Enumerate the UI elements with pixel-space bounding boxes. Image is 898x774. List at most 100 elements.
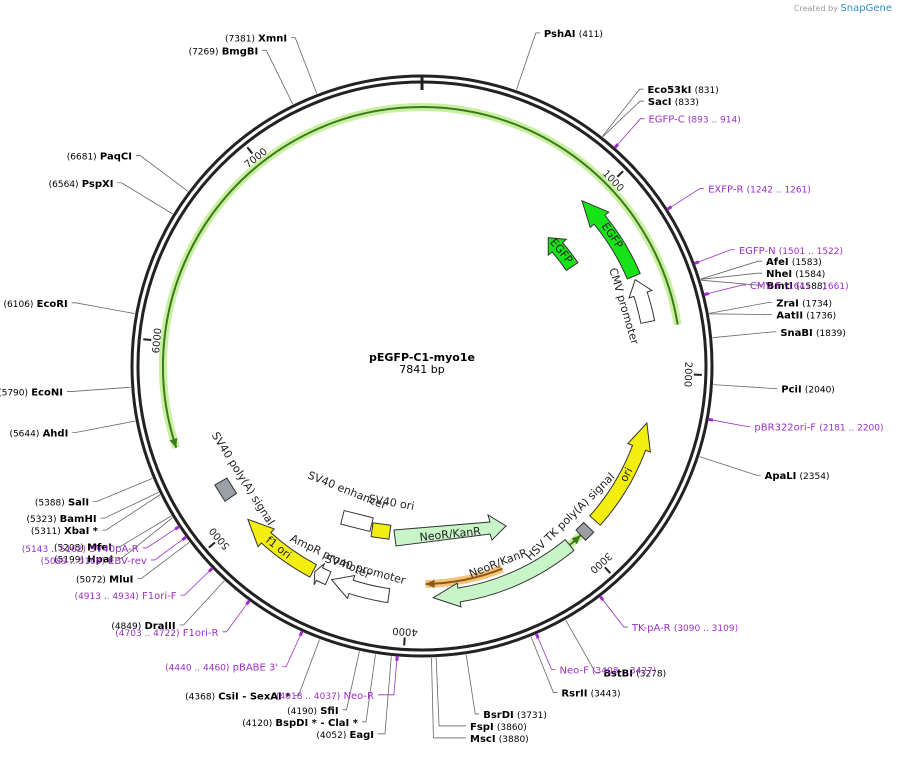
enzyme-leader-line	[137, 541, 190, 579]
feature-ampr-promoter[interactable]	[313, 562, 332, 586]
enzyme-site-econi[interactable]: (5790) EcoNI	[0, 388, 63, 399]
enzyme-name: PshAI	[544, 29, 576, 40]
tick-mark	[403, 637, 406, 646]
feature-f1-ori[interactable]	[247, 518, 318, 578]
enzyme-leader-line	[530, 636, 558, 693]
feature-sv40-poly-a-signal[interactable]	[214, 477, 238, 502]
enzyme-site-csii-sexai[interactable]: (4368) CsiI - SexAI *	[185, 692, 291, 703]
primer-site-ebv-rev[interactable]: (5089 .. 5108) EBV-rev	[41, 556, 147, 567]
primer-site-pbr322ori-f[interactable]: pBR322ori-F (2181 .. 2200)	[754, 422, 883, 433]
primer-name: TK-pA-R	[631, 623, 671, 634]
enzyme-site-ecori[interactable]: (6106) EcoRI	[4, 299, 68, 310]
enzyme-site-bstbi[interactable]: BstBI (3278)	[603, 668, 666, 679]
enzyme-leader-line	[709, 313, 773, 315]
enzyme-leader-line	[435, 657, 466, 727]
enzyme-site-pcii[interactable]: PciI (2040)	[781, 384, 835, 395]
enzyme-site-sali[interactable]: (5388) SalI	[35, 497, 89, 508]
enzyme-site-msci[interactable]: MscI (3880)	[470, 734, 529, 745]
enzyme-site-fspi[interactable]: FspI (3860)	[470, 722, 527, 733]
inner-neor-arrow[interactable]	[393, 513, 507, 547]
enzyme-site-afei[interactable]: AfeI (1583)	[766, 257, 822, 268]
enzyme-site-snabi[interactable]: SnaBI (1839)	[780, 328, 846, 339]
enzyme-site-mfei[interactable]: (5208) MfeI	[54, 543, 112, 554]
feature-neor-kanr[interactable]	[432, 538, 575, 608]
enzyme-sites: PshAI (411) Eco53kI (831)SacI (833) AfeI (…	[0, 29, 846, 745]
primer-range: (5143 .. 5162)	[22, 545, 86, 555]
enzyme-site-hpai[interactable]: (5199) HpaI	[54, 555, 113, 566]
enzyme-site-mlui[interactable]: (5072) MluI	[76, 574, 133, 585]
feature-egfp[interactable]	[581, 199, 641, 280]
sv40-enhancer-box	[340, 509, 374, 533]
primer-site-sv40pa-r[interactable]: (5143 .. 5162) SV40pA-R	[22, 544, 139, 555]
feature-egfp[interactable]	[547, 237, 579, 272]
enzyme-position: (7269)	[189, 47, 219, 57]
primer-mark	[298, 630, 304, 637]
primer-site-egfp-n[interactable]: EGFP-N (1501 .. 1522)	[739, 246, 843, 257]
enzyme-leader-line	[66, 386, 131, 392]
enzyme-leader-line	[72, 420, 136, 433]
primer-mark	[703, 291, 710, 297]
enzyme-site-rsrii[interactable]: RsrII (3443)	[561, 689, 620, 700]
enzyme-site-xmni[interactable]: (7381) XmnI	[225, 34, 287, 45]
enzyme-site-pshai[interactable]: PshAI (411)	[544, 29, 603, 40]
enzyme-name: DraIII	[144, 621, 175, 632]
enzyme-site-bmgbi[interactable]: (7269) BmgBI	[189, 46, 259, 57]
primer-site-pbabe-3[interactable]: (4440 .. 4460) pBABE 3'	[165, 663, 278, 674]
enzyme-site-bsrdi[interactable]: BsrDI (3731)	[483, 710, 547, 721]
enzyme-site-pspxi[interactable]: (6564) PspXI	[49, 179, 114, 190]
feature-ori[interactable]	[589, 421, 651, 526]
enzyme-name: SnaBI	[780, 328, 812, 339]
enzyme-position: (833)	[675, 98, 699, 108]
enzyme-site-sfii[interactable]: (4190) SfiI	[287, 706, 338, 717]
primer-site-f1ori-r[interactable]: (4703 .. 4722) F1ori-R	[115, 628, 218, 639]
feature-hsv-tk-poly-a-signal[interactable]	[575, 521, 595, 541]
enzyme-name: MluI	[109, 574, 133, 585]
enzyme-name: AfeI	[766, 257, 789, 268]
enzyme-site-xbai[interactable]: (5311) XbaI *	[31, 526, 99, 537]
enzyme-site-bmti[interactable]: BmtI (1588)	[766, 281, 826, 292]
enzyme-position: (4190)	[287, 707, 317, 717]
primer-site-neo-r[interactable]: (4018 .. 4037) Neo-R	[276, 691, 374, 702]
enzyme-site-eagi[interactable]: (4052) EagI	[316, 730, 374, 741]
enzyme-position: (3880)	[499, 735, 529, 745]
primer-site-neo-f[interactable]: Neo-F (3408 .. 3427)	[560, 666, 657, 677]
primer-range: (1501 .. 1522)	[779, 247, 843, 257]
enzyme-position: (5790)	[0, 389, 28, 399]
enzyme-name: PaqCI	[100, 151, 132, 162]
tick-label: 2000	[681, 362, 693, 388]
enzyme-site-saci[interactable]: SacI (833)	[648, 97, 699, 108]
enzyme-site-ahdi[interactable]: (5644) AhdI	[9, 428, 68, 439]
primer-site-f1ori-f[interactable]: (4913 .. 4934) F1ori-F	[75, 591, 177, 602]
enzyme-position: (5199)	[54, 556, 84, 566]
myo1e-insert-arc	[162, 106, 679, 449]
enzyme-position: (4849)	[111, 622, 141, 632]
enzyme-position: (1736)	[806, 312, 836, 322]
primer-leader-line	[142, 528, 176, 549]
primer-site-exfp-r[interactable]: EXFP-R (1242 .. 1261)	[708, 184, 811, 195]
enzyme-site-aatii[interactable]: AatII (1736)	[776, 311, 836, 322]
feature-cmv-promoter[interactable]	[628, 278, 656, 324]
feature-sv40-promoter[interactable]	[330, 574, 391, 604]
enzyme-leader-line	[93, 477, 153, 502]
primer-range: (3090 .. 3109)	[674, 624, 738, 634]
inner-features: SV40 enhancer SV40 ori NeoR/KanR	[306, 469, 507, 547]
enzyme-site-bspdi-clai[interactable]: (4120) BspDI * - ClaI *	[242, 718, 358, 729]
enzyme-leader-line	[602, 88, 644, 137]
enzyme-position: (2040)	[805, 385, 835, 395]
primer-site-egfp-c[interactable]: EGFP-C (893 .. 914)	[648, 115, 740, 126]
tick-label: 4000	[392, 625, 418, 638]
enzyme-site-apali[interactable]: ApaLI (2354)	[765, 471, 830, 482]
enzyme-site-draiii[interactable]: (4849) DraIII	[111, 621, 175, 632]
enzyme-site-nhei[interactable]: NheI (1584)	[766, 269, 825, 280]
enzyme-site-paqci[interactable]: (6681) PaqCI	[67, 151, 132, 162]
tick-mark	[604, 566, 612, 574]
enzyme-site-zrai[interactable]: ZraI (1734)	[776, 299, 832, 310]
enzyme-name: BsrDI	[483, 710, 514, 721]
enzyme-site-eco53ki[interactable]: Eco53kI (831)	[647, 85, 718, 96]
enzyme-name: EcoNI	[31, 388, 63, 399]
primer-site-tk-pa-r[interactable]: TK-pA-R (3090 .. 3109)	[631, 623, 738, 634]
primer-name: pBR322ori-F	[754, 422, 816, 433]
primer-site-cmv-f[interactable]: CMV-F (1641 .. 1661)	[750, 281, 849, 292]
enzyme-site-bamhi[interactable]: (5323) BamHI	[27, 514, 97, 525]
feature-label-cmv-promoter: CMV promoter	[606, 266, 641, 346]
